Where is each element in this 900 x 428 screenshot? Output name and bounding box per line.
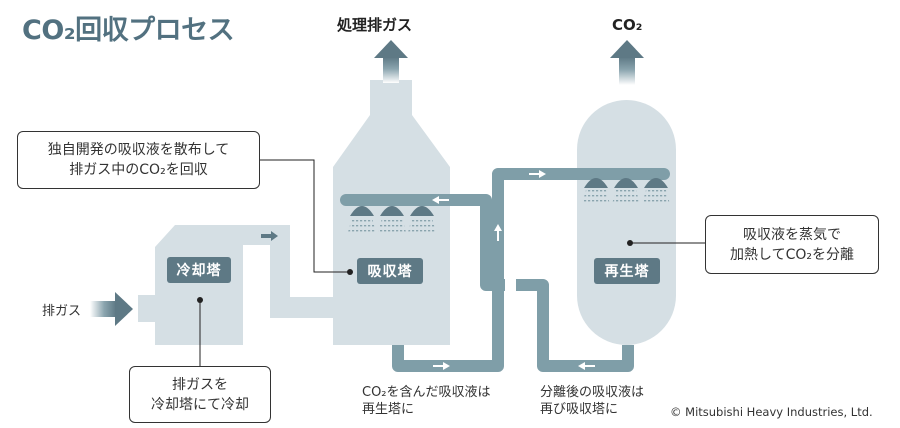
note-line: 再生塔に <box>362 402 415 417</box>
spray-nozzle-icon <box>644 178 668 188</box>
spray-icon <box>582 190 610 204</box>
regenerator-nozzles <box>582 178 670 204</box>
treated-gas-arrow-icon <box>374 40 408 83</box>
callout-line: 排ガス中のCO₂を回収 <box>69 162 208 178</box>
co2-output-label: CO₂ <box>612 16 643 34</box>
spray-icon <box>642 190 670 204</box>
callout-line: 加熱してCO₂を分離 <box>730 246 854 263</box>
spray-icon <box>612 190 640 204</box>
arrow-right-icon <box>433 362 450 370</box>
treated-gas-label: 処理排ガス <box>337 16 413 34</box>
gas-flow-arrow-icon <box>261 231 278 241</box>
exhaust-gas-arrow-icon <box>90 292 133 326</box>
co2-arrow-icon <box>610 40 644 85</box>
absorber-tag: 吸収塔 <box>357 258 423 284</box>
cooling-tower-body <box>138 225 333 345</box>
spray-nozzle-icon <box>380 206 404 216</box>
leader-dot <box>347 269 353 275</box>
leader-dot <box>627 240 633 246</box>
arrow-left-icon <box>432 196 449 204</box>
cooling-callout: 排ガスを 冷却塔にて冷却 <box>129 366 271 423</box>
spray-nozzle-icon <box>614 178 638 188</box>
callout-line: 独自開発の吸収液を散布して <box>47 142 230 158</box>
solvent-pipes <box>346 168 664 372</box>
cooling-tower-tag: 冷却塔 <box>167 257 231 283</box>
spray-nozzle-icon <box>410 206 434 216</box>
note-line: CO₂を含んだ吸収液は <box>362 385 491 400</box>
rich-solvent-note: CO₂を含んだ吸収液は 再生塔に <box>362 384 491 418</box>
absorber-callout: 独自開発の吸収液を散布して 排ガス中のCO₂を回収 <box>17 131 260 189</box>
arrow-right-icon <box>529 170 546 178</box>
leader-lines <box>199 159 706 367</box>
exhaust-gas-label: 排ガス <box>42 304 82 319</box>
flow-arrows <box>432 170 595 370</box>
note-line: 分離後の吸収液は <box>540 385 645 400</box>
lean-solvent-note: 分離後の吸収液は 再び吸収塔に <box>540 384 644 418</box>
callout-line: 冷却塔にて冷却 <box>151 396 249 413</box>
spray-icon <box>378 218 406 232</box>
copyright-text: © Mitsubishi Heavy Industries, Ltd. <box>670 405 873 419</box>
spray-icon <box>348 218 376 232</box>
spray-nozzle-icon <box>350 206 374 216</box>
spray-icon <box>408 218 436 232</box>
cooling-tower <box>138 225 333 345</box>
rich-solvent-pipe <box>392 168 664 372</box>
note-line: 再び吸収塔に <box>540 402 619 417</box>
regenerator-callout: 吸収液を蒸気で 加熱してCO₂を分離 <box>705 215 879 274</box>
absorber-nozzles <box>348 206 436 232</box>
callout-line: 排ガスを <box>172 376 228 393</box>
callout-line: 吸収液を蒸気で <box>743 226 841 243</box>
regenerator-tower <box>577 100 676 345</box>
page-title: CO₂回収プロセス <box>22 15 235 46</box>
arrow-up-icon <box>494 224 502 241</box>
regenerator-tag: 再生塔 <box>594 258 660 284</box>
spray-nozzle-icon <box>584 178 608 188</box>
arrow-left-icon <box>578 362 595 370</box>
leader-dot <box>197 297 203 303</box>
lean-solvent-pipe <box>516 279 634 372</box>
